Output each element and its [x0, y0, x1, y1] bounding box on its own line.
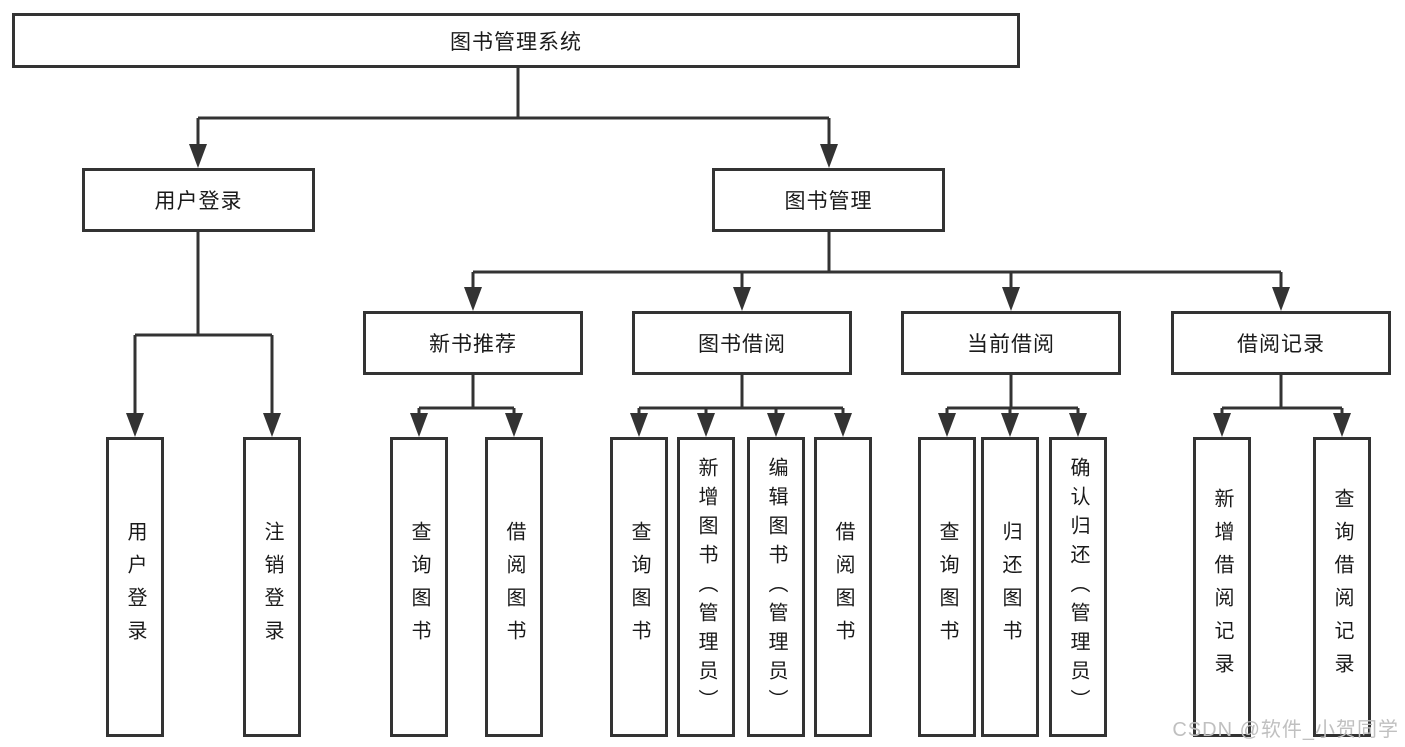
- node-label: 用户登录: [154, 190, 243, 213]
- node-label: 新书推荐: [429, 333, 517, 356]
- leaf-label: 查询图书: [408, 521, 430, 653]
- leaf-label: 确认归还（管理员）: [1067, 456, 1089, 718]
- arrowheads: [126, 144, 1351, 437]
- csdn-watermark: CSDN @软件_小贺同学: [1172, 719, 1399, 741]
- leaf-label: 查询图书: [628, 521, 650, 653]
- node-label: 当前借阅: [967, 333, 1055, 356]
- node-user-login: 用户登录: [82, 168, 315, 232]
- node-book-borrow: 图书借阅: [632, 311, 852, 375]
- leaf-label: 用户登录: [124, 521, 146, 653]
- leaf-newbook-query-book: 查询图书: [390, 437, 448, 737]
- node-current-borrow: 当前借阅: [901, 311, 1121, 375]
- node-library-management-system: 图书管理系统: [12, 13, 1020, 68]
- leaf-label: 归还图书: [999, 521, 1021, 653]
- leaf-borrow-edit-book-admin: 编辑图书（管理员）: [747, 437, 805, 737]
- leaf-label: 借阅图书: [832, 521, 854, 653]
- leaf-label: 新增借阅记录: [1211, 488, 1233, 686]
- leaf-record-add-record: 新增借阅记录: [1193, 437, 1251, 737]
- node-label: 图书管理: [784, 190, 873, 213]
- leaf-label: 查询借阅记录: [1331, 488, 1353, 686]
- tree-connector-path: [133, 68, 1344, 416]
- node-label: 图书借阅: [698, 333, 786, 356]
- node-label: 图书管理系统: [450, 30, 582, 54]
- node-label: 借阅记录: [1237, 333, 1325, 356]
- leaf-borrow-query-book: 查询图书: [610, 437, 668, 737]
- leaf-newbook-borrow-book: 借阅图书: [485, 437, 543, 737]
- leaf-label: 注销登录: [261, 521, 283, 653]
- leaf-current-confirm-return-admin: 确认归还（管理员）: [1049, 437, 1107, 737]
- leaf-label: 新增图书（管理员）: [695, 456, 717, 718]
- node-borrow-record: 借阅记录: [1171, 311, 1391, 375]
- leaf-borrow-add-book-admin: 新增图书（管理员）: [677, 437, 735, 737]
- leaf-record-query-record: 查询借阅记录: [1313, 437, 1371, 737]
- leaf-label: 借阅图书: [503, 521, 525, 653]
- leaf-label: 查询图书: [936, 521, 958, 653]
- node-new-book-recommend: 新书推荐: [363, 311, 583, 375]
- leaf-current-query-book: 查询图书: [918, 437, 976, 737]
- leaf-borrow-borrow-book: 借阅图书: [814, 437, 872, 737]
- leaf-label: 编辑图书（管理员）: [765, 456, 787, 718]
- leaf-user-login: 用户登录: [106, 437, 164, 737]
- node-book-management: 图书管理: [712, 168, 945, 232]
- leaf-logout: 注销登录: [243, 437, 301, 737]
- leaf-current-return-book: 归还图书: [981, 437, 1039, 737]
